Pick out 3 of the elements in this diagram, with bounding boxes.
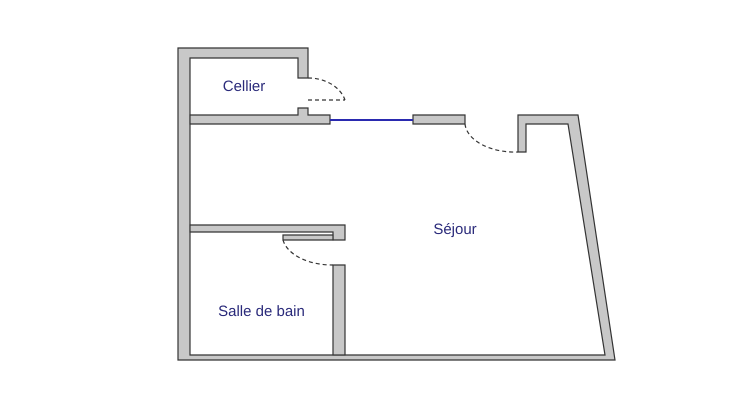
room-label: Séjour bbox=[433, 221, 477, 238]
room-label: Salle de bain bbox=[218, 303, 305, 320]
room-label: Cellier bbox=[222, 78, 266, 95]
